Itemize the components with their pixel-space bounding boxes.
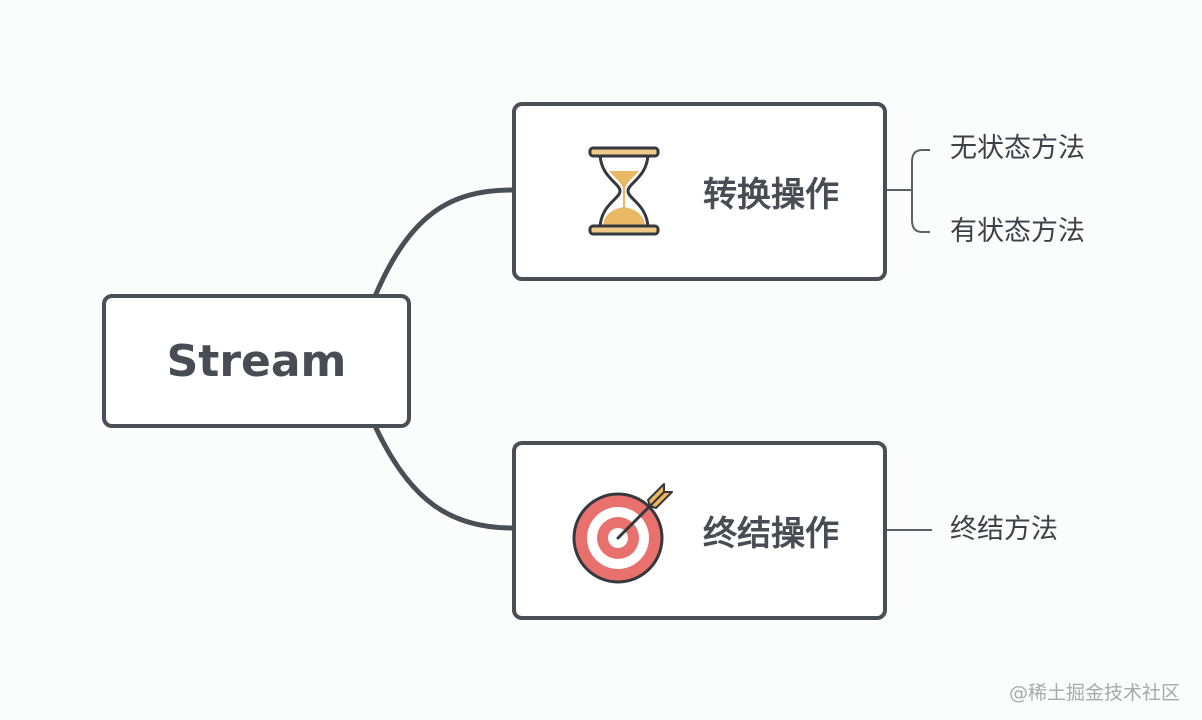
root-label: Stream — [166, 335, 347, 387]
target-icon — [572, 482, 673, 584]
connector-transform-leaves — [887, 149, 930, 233]
branch-terminal-label: 终结操作 — [703, 514, 839, 554]
leaf-stateless-methods[interactable]: 无状态方法 — [950, 133, 1085, 164]
branch-transform-node[interactable]: 转换操作 — [512, 102, 887, 281]
root-node[interactable]: Stream — [102, 294, 411, 428]
watermark: @稀土掘金技术社区 — [1008, 682, 1180, 704]
connector-root-transform — [373, 187, 515, 297]
connector-root-terminal — [373, 425, 515, 531]
hourglass-icon — [576, 143, 672, 239]
leaf-stateful-methods[interactable]: 有状态方法 — [950, 216, 1085, 247]
leaf-terminal-methods[interactable]: 终结方法 — [950, 514, 1058, 545]
branch-transform-label: 转换操作 — [703, 175, 839, 215]
branch-terminal-node[interactable]: 终结操作 — [512, 441, 887, 620]
